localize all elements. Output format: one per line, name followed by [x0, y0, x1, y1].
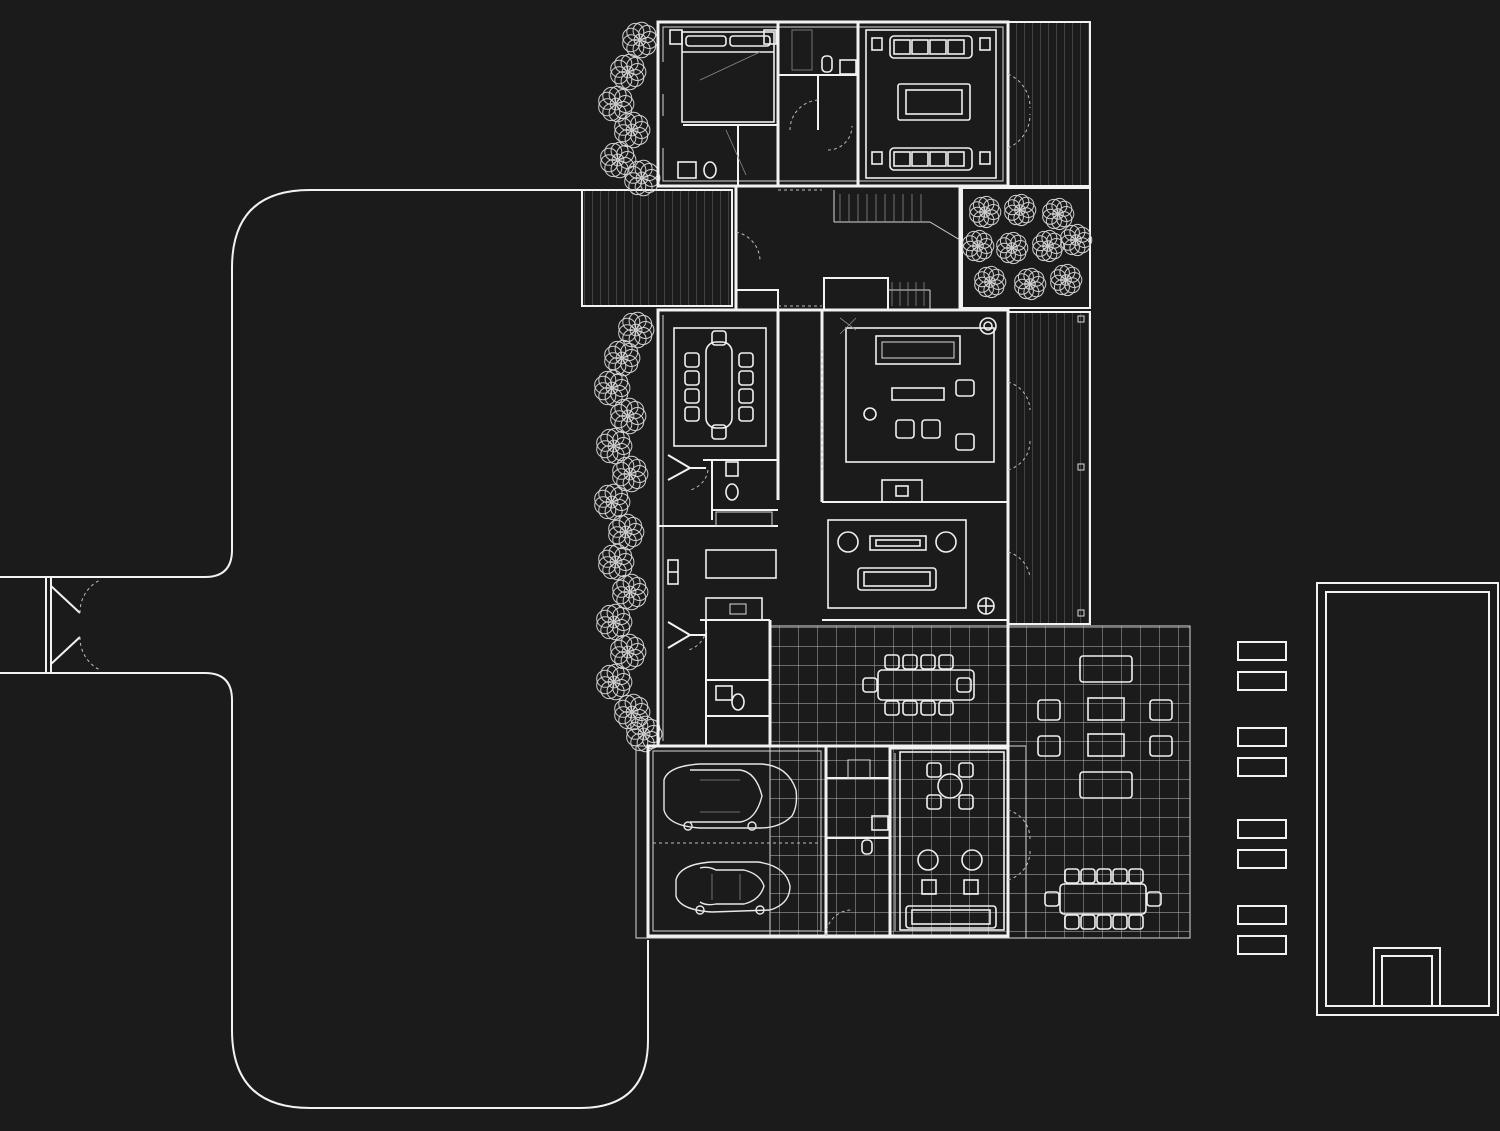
tree-icon: [626, 715, 663, 753]
tree-icon: [1004, 193, 1037, 227]
garage-car-1: [663, 763, 798, 831]
tree-icon: [1042, 197, 1075, 231]
lounge-furniture: [827, 519, 995, 615]
terrace-lounge: [1037, 655, 1173, 799]
dining-room-furniture: [673, 327, 767, 447]
tree-icon: [614, 693, 651, 731]
tree-icon: [969, 195, 1002, 229]
tree-icon: [596, 663, 633, 701]
tree-icon: [622, 21, 659, 59]
loungers: [1237, 641, 1287, 955]
tree-icon: [974, 265, 1007, 299]
terrace-dining: [862, 654, 975, 716]
tree-icon: [610, 397, 647, 435]
door-swings: [661, 62, 1031, 937]
tree-icon: [618, 311, 655, 349]
tree-icon: [600, 141, 637, 179]
tree-icon: [610, 53, 647, 91]
terrace-long-table: [1044, 868, 1162, 930]
tree-icon: [596, 603, 633, 641]
bathroom-fixtures: [677, 29, 889, 855]
courtyard-garden: [961, 187, 1093, 309]
east-deck: [1007, 21, 1091, 625]
tree-icon: [594, 483, 631, 521]
family-room-furniture: [865, 29, 997, 179]
master-bed: [669, 29, 777, 123]
tree-icon: [962, 229, 995, 263]
entry-gate: [0, 576, 101, 674]
garage-car-2: [675, 861, 791, 915]
tree-icon: [1050, 263, 1083, 297]
tree-icon: [608, 513, 645, 551]
tree-icon: [612, 573, 649, 611]
tree-icon: [598, 85, 635, 123]
terrace-paving: [635, 625, 1191, 939]
tree-icon: [624, 159, 661, 197]
tree-icon: [1032, 229, 1065, 263]
tree-icon: [612, 455, 649, 493]
guest-room-furniture: [899, 751, 1005, 931]
driveway-outline: [0, 189, 649, 1109]
kitchen: [667, 511, 777, 621]
tree-icon: [1014, 267, 1047, 301]
staircase: [833, 190, 961, 310]
west-deck: [581, 189, 733, 307]
tree-icon: [1060, 223, 1093, 257]
tree-icon: [614, 111, 651, 149]
tree-icon: [604, 339, 641, 377]
pool: [1316, 582, 1499, 1016]
tree-icon: [598, 543, 635, 581]
tree-icon: [594, 369, 631, 407]
tree-icon: [596, 427, 633, 465]
hedge-trees: [594, 21, 663, 753]
tree-icon: [996, 231, 1029, 265]
living-room-furniture: [839, 317, 997, 503]
